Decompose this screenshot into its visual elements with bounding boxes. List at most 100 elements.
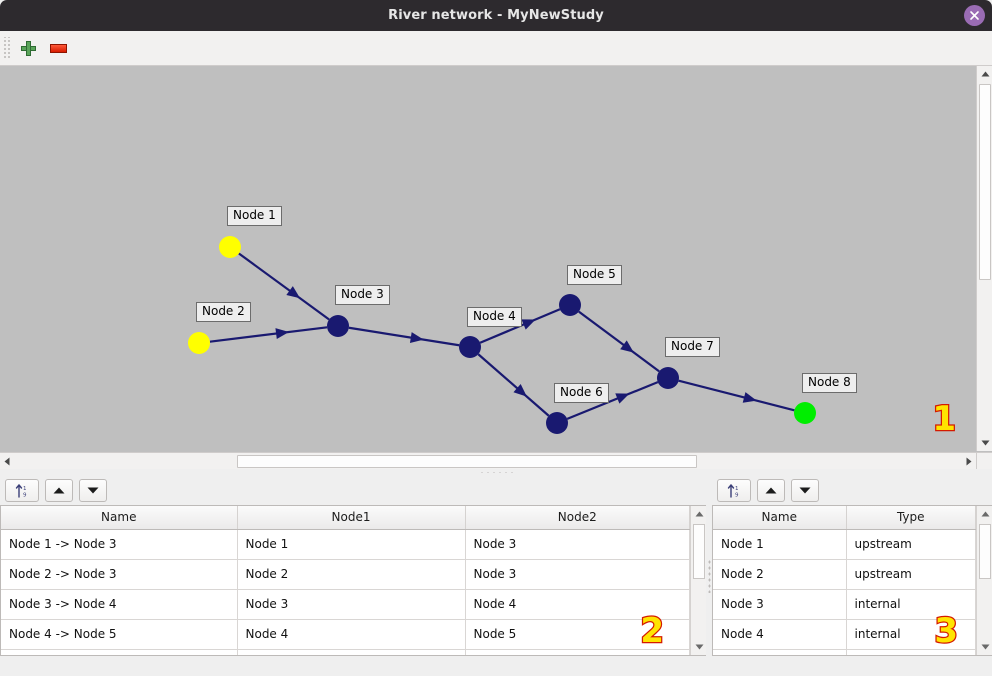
graph-edge[interactable] <box>209 326 328 343</box>
table-cell[interactable]: Node 2 <box>713 559 847 590</box>
toolbar-grip[interactable] <box>3 37 12 59</box>
edge-direction-arrow-icon <box>615 393 630 404</box>
graph-node-node-1[interactable] <box>219 236 241 258</box>
table-cell[interactable] <box>237 649 466 655</box>
reaches-scroll-up-button[interactable] <box>691 506 707 522</box>
graph-node-node-7[interactable] <box>657 367 679 389</box>
edge-direction-arrow-icon <box>286 286 301 299</box>
reaches-vertical-scrollbar[interactable] <box>690 506 707 655</box>
table-cell[interactable] <box>465 649 690 655</box>
network-graph-svg <box>188 236 816 434</box>
scroll-up-button[interactable] <box>977 66 992 82</box>
graph-node-label[interactable]: Node 7 <box>665 337 720 357</box>
reaches-move-up-button[interactable] <box>45 478 73 502</box>
table-cell[interactable]: internal <box>846 589 976 620</box>
canvas-horizontal-scrollbar[interactable] <box>0 452 976 469</box>
reaches-sort-button[interactable]: 1 9 <box>5 478 39 502</box>
table-cell[interactable]: Node 3 <box>465 559 690 590</box>
network-canvas[interactable]: Node 1 Node 2 Node 3 Node 4 Node 5 Node 6 Node… <box>0 66 992 469</box>
graph-node-label[interactable]: Node 5 <box>567 265 622 285</box>
table-cell[interactable] <box>713 649 847 655</box>
table-cell[interactable]: upstream <box>846 529 976 560</box>
nodes-move-down-button[interactable] <box>791 478 819 502</box>
nodes-vscroll-thumb[interactable] <box>979 524 991 579</box>
table-cell[interactable]: Node 3 <box>713 589 847 620</box>
table-cell[interactable]: Node 3 <box>465 529 690 560</box>
vertical-splitter[interactable] <box>706 475 712 676</box>
table-cell[interactable]: Node 1 <box>713 529 847 560</box>
column-header[interactable]: Name <box>1 506 238 530</box>
graph-node-node-6[interactable] <box>546 412 568 434</box>
column-header[interactable]: Node1 <box>237 506 466 530</box>
reaches-table-row-empty[interactable] <box>1 649 690 655</box>
reaches-vscroll-thumb[interactable] <box>693 524 705 579</box>
table-cell[interactable]: Node 2 -> Node 3 <box>1 559 238 590</box>
graph-node-label[interactable]: Node 2 <box>196 302 251 322</box>
scroll-right-button[interactable] <box>962 453 976 470</box>
nodes-table-row-empty[interactable] <box>713 649 976 655</box>
table-cell[interactable] <box>1 649 238 655</box>
table-cell[interactable]: Node 4 -> Node 5 <box>1 619 238 650</box>
column-header[interactable]: Type <box>846 506 976 530</box>
reaches-scroll-down-button[interactable] <box>691 639 707 655</box>
graph-edge[interactable] <box>238 252 330 321</box>
graph-edge[interactable] <box>578 310 660 373</box>
nodes-scroll-up-button[interactable] <box>977 506 992 522</box>
graph-edge[interactable] <box>566 381 659 420</box>
table-cell[interactable]: Node 4 <box>237 619 466 650</box>
table-cell[interactable]: Node 4 <box>713 619 847 650</box>
table-cell[interactable]: Node 1 <box>237 529 466 560</box>
table-cell[interactable]: internal <box>846 619 976 650</box>
graph-node-node-2[interactable] <box>188 332 210 354</box>
column-header[interactable]: Name <box>713 506 847 530</box>
table-cell[interactable] <box>846 649 976 655</box>
graph-node-node-5[interactable] <box>559 294 581 316</box>
scroll-down-button[interactable] <box>977 435 992 451</box>
add-button[interactable] <box>14 34 42 62</box>
nodes-move-up-button[interactable] <box>757 478 785 502</box>
graph-node-label[interactable]: Node 3 <box>335 285 390 305</box>
column-header[interactable]: Node2 <box>465 506 690 530</box>
nodes-scroll-down-button[interactable] <box>977 639 992 655</box>
graph-node-node-3[interactable] <box>327 315 349 337</box>
canvas-vscroll-thumb[interactable] <box>979 84 991 280</box>
graph-node-label[interactable]: Node 6 <box>554 383 609 403</box>
canvas-vertical-scrollbar[interactable] <box>976 66 992 451</box>
table-cell[interactable]: Node 1 -> Node 3 <box>1 529 238 560</box>
reaches-move-down-button[interactable] <box>79 478 107 502</box>
graph-node-label[interactable]: Node 1 <box>227 206 282 226</box>
graph-area[interactable]: Node 1 Node 2 Node 3 Node 4 Node 5 Node 6 Node… <box>0 66 976 451</box>
remove-button[interactable] <box>44 34 72 62</box>
horizontal-splitter[interactable] <box>0 469 992 475</box>
nodes-sort-button[interactable]: 1 9 <box>717 478 751 502</box>
graph-node-label[interactable]: Node 8 <box>802 373 857 393</box>
graph-node-label[interactable]: Node 4 <box>467 307 522 327</box>
table-cell[interactable]: Node 3 -> Node 4 <box>1 589 238 620</box>
table-cell[interactable]: Node 3 <box>237 589 466 620</box>
graph-edge[interactable] <box>678 379 795 412</box>
graph-node-node-4[interactable] <box>459 336 481 358</box>
graph-node-node-8[interactable] <box>794 402 816 424</box>
table-cell[interactable]: Node 4 <box>465 589 690 620</box>
close-button[interactable] <box>964 5 985 26</box>
canvas-hscroll-thumb[interactable] <box>237 455 697 468</box>
table-cell[interactable]: Node 2 <box>237 559 466 590</box>
table-cell[interactable]: Node 5 <box>465 619 690 650</box>
title-bar: River network - MyNewStudy <box>0 0 992 31</box>
scroll-left-button[interactable] <box>0 453 14 470</box>
graph-edge[interactable] <box>477 353 550 417</box>
nodes-vertical-scrollbar[interactable] <box>976 506 992 655</box>
graph-edge[interactable] <box>348 326 460 347</box>
nodes-toolbar: 1 9 <box>712 475 992 505</box>
table-cell[interactable]: upstream <box>846 559 976 590</box>
